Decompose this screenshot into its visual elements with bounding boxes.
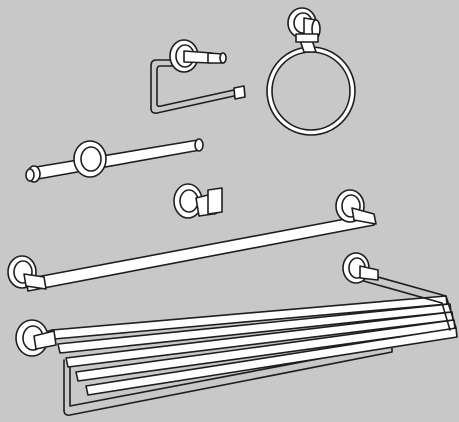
- towel-bar: [7, 189, 377, 292]
- toilet-paper-holder: [150, 39, 246, 114]
- spare-roll-holder: [25, 138, 204, 183]
- towel-shelf-rack: [15, 252, 458, 416]
- towel-ring: [266, 7, 356, 136]
- robe-hook: [173, 183, 223, 219]
